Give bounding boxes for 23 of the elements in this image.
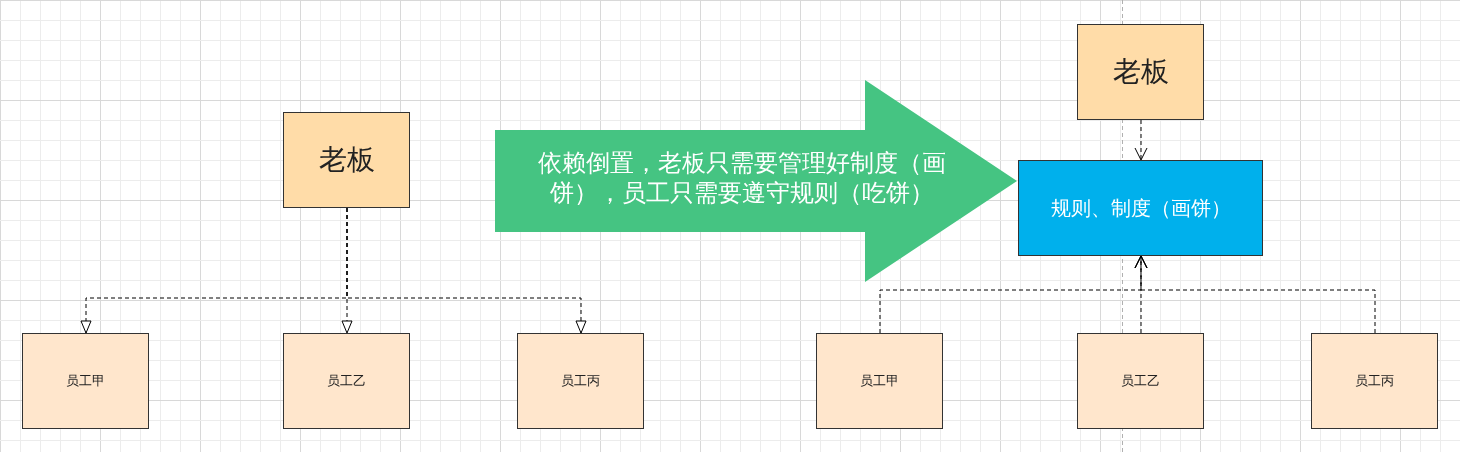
arrow [1134,255,1376,334]
employee-box [1077,333,1204,429]
employee-box [1311,333,1438,429]
arrow-label: 依赖倒置，老板只需要管理好制度（画饼），员工只需要遵守规则（吃饼） [537,148,947,208]
box-label: 老板 [1112,54,1169,90]
box-label: 员工乙 [327,372,366,390]
employee-box [517,333,644,429]
box-label: 老板 [318,142,375,178]
employee-box [283,333,410,429]
boss-box [1077,24,1204,120]
box-label: 员工乙 [1121,372,1160,390]
box-label: 员工丙 [561,372,600,390]
arrow [346,207,587,334]
box-label: 员工甲 [860,372,899,390]
block-arrow [495,80,1017,282]
arrow [1134,119,1148,161]
boss-box [283,112,410,208]
employee-box [22,333,149,429]
employee-box [816,333,943,429]
rules-box [1018,160,1263,256]
box-label: 员工甲 [66,372,105,390]
box-label: 规则、制度（画饼） [1050,194,1231,222]
box-label: 员工丙 [1355,372,1394,390]
